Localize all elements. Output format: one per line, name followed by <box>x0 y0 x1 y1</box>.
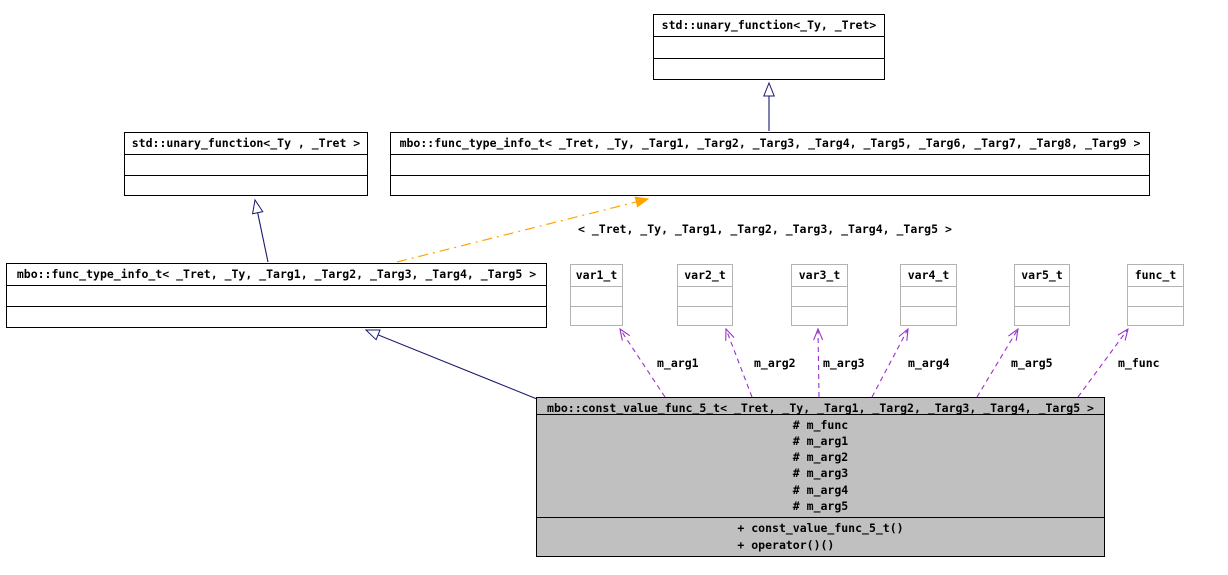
class-title: var4_t <box>901 265 956 287</box>
method-operator-call: + operator()() <box>737 538 835 552</box>
attribute-m-arg2: # m_arg2 <box>792 450 849 465</box>
class-box-unary-function-top[interactable]: std::unary_function<_Ty, _Tret> <box>653 14 885 80</box>
edge-label-template-args: < _Tret, _Ty, _Targ1, _Targ2, _Targ3, _T… <box>578 222 952 236</box>
attributes-compartment <box>792 287 847 307</box>
class-box-unary-function-left[interactable]: std::unary_function<_Ty , _Tret > <box>124 132 368 196</box>
attributes-compartment <box>1015 287 1069 307</box>
class-title: var1_t <box>571 265 622 287</box>
methods-compartment <box>391 176 1149 196</box>
attributes-compartment <box>391 155 1149 176</box>
class-title: std::unary_function<_Ty, _Tret> <box>654 15 884 37</box>
class-title: var5_t <box>1015 265 1069 287</box>
methods-compartment <box>571 307 622 326</box>
edge-label-m-arg5: m_arg5 <box>1011 356 1053 370</box>
class-title: var2_t <box>678 265 732 287</box>
methods-compartment: + const_value_func_5_t() + operator()() <box>537 518 1104 556</box>
class-box-const-value-func-5-t[interactable]: mbo::const_value_func_5_t< _Tret, _Ty, _… <box>536 397 1105 557</box>
attribute-m-func: # m_func <box>792 417 849 432</box>
attribute-m-arg5: # m_arg5 <box>792 498 849 513</box>
class-box-var4-t[interactable]: var4_t <box>900 264 957 326</box>
methods-compartment <box>678 307 732 326</box>
class-title: mbo::const_value_func_5_t< _Tret, _Ty, _… <box>537 398 1104 415</box>
methods-compartment <box>792 307 847 326</box>
method-constructor: + const_value_func_5_t() <box>737 521 904 535</box>
attributes-compartment: # m_func # m_arg1 # m_arg2 # m_arg3 # m_… <box>537 415 1104 518</box>
attributes-compartment <box>654 37 884 59</box>
attributes-compartment <box>1128 287 1183 307</box>
methods-compartment <box>1015 307 1069 326</box>
edge-label-m-func: m_func <box>1118 356 1160 370</box>
methods-compartment <box>1128 307 1183 326</box>
edge-label-m-arg3: m_arg3 <box>823 356 865 370</box>
edge-usage-m-arg4 <box>871 329 908 398</box>
edge-label-m-arg1: m_arg1 <box>657 356 699 370</box>
class-box-func-type-info-11[interactable]: mbo::func_type_info_t< _Tret, _Ty, _Targ… <box>390 132 1150 196</box>
attributes-compartment <box>125 155 367 176</box>
edge-usage-m-arg2 <box>726 329 753 398</box>
class-box-func-t[interactable]: func_t <box>1127 264 1184 326</box>
class-box-var5-t[interactable]: var5_t <box>1014 264 1070 326</box>
edge-usage-m-arg3 <box>818 329 819 398</box>
attribute-m-arg4: # m_arg4 <box>792 482 849 497</box>
attributes-compartment <box>571 287 622 307</box>
edge-usage-m-arg5 <box>976 329 1018 398</box>
class-title: var3_t <box>792 265 847 287</box>
class-title: func_t <box>1128 265 1183 287</box>
edge-usage-m-arg1 <box>620 329 666 398</box>
edge-label-m-arg4: m_arg4 <box>908 356 950 370</box>
class-box-var3-t[interactable]: var3_t <box>791 264 848 326</box>
attributes-compartment <box>7 286 546 307</box>
attribute-m-arg1: # m_arg1 <box>792 433 849 448</box>
class-title: mbo::func_type_info_t< _Tret, _Ty, _Targ… <box>7 264 546 286</box>
class-title: mbo::func_type_info_t< _Tret, _Ty, _Targ… <box>391 133 1149 155</box>
edge-inheritance-fti5-to-unary-left <box>251 198 269 263</box>
class-box-var1-t[interactable]: var1_t <box>570 264 623 326</box>
attributes-compartment <box>678 287 732 307</box>
class-box-func-type-info-5[interactable]: mbo::func_type_info_t< _Tret, _Ty, _Targ… <box>6 263 547 328</box>
methods-compartment <box>901 307 956 326</box>
attributes-compartment <box>901 287 956 307</box>
edge-inheritance-cvf5-to-fti5 <box>364 329 538 400</box>
class-title: std::unary_function<_Ty , _Tret > <box>125 133 367 155</box>
methods-compartment <box>125 176 367 196</box>
methods-compartment <box>7 307 546 327</box>
attribute-m-arg3: # m_arg3 <box>792 466 849 481</box>
class-box-var2-t[interactable]: var2_t <box>677 264 733 326</box>
methods-compartment <box>654 59 884 80</box>
edge-label-m-arg2: m_arg2 <box>754 356 796 370</box>
